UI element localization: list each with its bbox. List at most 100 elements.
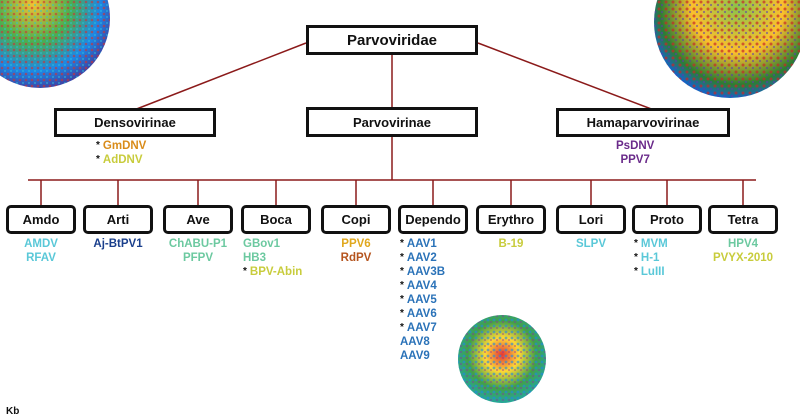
genus-member: AMDV bbox=[6, 237, 76, 251]
genus-member: *H-1 bbox=[634, 251, 668, 265]
genus-member: *LuIII bbox=[634, 265, 668, 279]
marker-asterisk: * bbox=[400, 294, 404, 305]
genus-member: *AAV5 bbox=[400, 293, 445, 307]
subfamily-box-hamaparvovirinae: Hamaparvovirinae bbox=[556, 108, 730, 137]
aav-capsid-image bbox=[458, 315, 546, 403]
virus-name: AAV8 bbox=[400, 336, 430, 348]
genus-member: AAV9 bbox=[400, 349, 445, 363]
densovirinae-member: *AdDNV bbox=[96, 153, 146, 167]
marker-asterisk: * bbox=[634, 266, 638, 277]
virus-name: B-19 bbox=[498, 238, 524, 250]
genus-member: *AAV1 bbox=[400, 237, 445, 251]
genus-box-amdo: Amdo bbox=[6, 205, 76, 234]
virus-name: PPV7 bbox=[620, 154, 650, 166]
virus-name: HPV4 bbox=[727, 238, 759, 250]
virus-name: AAV4 bbox=[406, 280, 437, 292]
genus-member: *MVM bbox=[634, 237, 668, 251]
genus-member: RFAV bbox=[6, 251, 76, 265]
virus-name: SLPV bbox=[575, 238, 607, 250]
genus-member: RdPV bbox=[321, 251, 391, 265]
marker-asterisk: * bbox=[400, 238, 404, 249]
marker-asterisk: * bbox=[400, 266, 404, 277]
genus-member: SLPV bbox=[556, 237, 626, 251]
virus-name: Aj-BtPV1 bbox=[93, 238, 143, 250]
marker-asterisk: * bbox=[96, 154, 100, 165]
virus-name: PPV6 bbox=[341, 238, 371, 250]
densovirinae-member-list: *GmDNV*AdDNV bbox=[96, 139, 146, 167]
genus-box-erythro: Erythro bbox=[476, 205, 546, 234]
virus-name: PFPV bbox=[182, 252, 214, 264]
virus-name: LuIII bbox=[640, 266, 665, 278]
marker-asterisk: * bbox=[634, 238, 638, 249]
virus-name: AAV2 bbox=[406, 252, 437, 264]
marker-asterisk: * bbox=[400, 252, 404, 263]
genus-member: PPV6 bbox=[321, 237, 391, 251]
genus-member: PVYX-2010 bbox=[708, 251, 778, 265]
genus-member: *AAV7 bbox=[400, 321, 445, 335]
genus-member: *BPV-Abin bbox=[243, 265, 302, 279]
marker-asterisk: * bbox=[96, 140, 100, 151]
genus-member: *AAV4 bbox=[400, 279, 445, 293]
genus-member: GBov1 bbox=[243, 237, 302, 251]
genus-box-dependo: Dependo bbox=[398, 205, 468, 234]
subfamily-box-parvovirinae: Parvovirinae bbox=[306, 107, 478, 137]
genus-member: HPV4 bbox=[708, 237, 778, 251]
marker-asterisk: * bbox=[400, 308, 404, 319]
virus-name: AMDV bbox=[24, 238, 58, 250]
genus-member-list-arti: Aj-BtPV1 bbox=[83, 237, 153, 251]
marker-asterisk: * bbox=[400, 322, 404, 333]
marker-asterisk: * bbox=[634, 252, 638, 263]
genus-member-list-amdo: AMDV RFAV bbox=[6, 237, 76, 265]
genus-box-arti: Arti bbox=[83, 205, 153, 234]
genus-member: B-19 bbox=[476, 237, 546, 251]
marker-asterisk: * bbox=[243, 266, 247, 277]
genus-member: *AAV2 bbox=[400, 251, 445, 265]
densovirinae-member: *GmDNV bbox=[96, 139, 146, 153]
genus-box-ave: Ave bbox=[163, 205, 233, 234]
genus-member: AAV8 bbox=[400, 335, 445, 349]
virus-name: ChABU-P1 bbox=[168, 238, 228, 250]
genus-member: ChABU-P1 bbox=[163, 237, 233, 251]
hamaparvovirinae-member: PPV7 bbox=[616, 153, 654, 167]
genus-member: PFPV bbox=[163, 251, 233, 265]
hamaparvovirinae-member: PsDNV bbox=[616, 139, 654, 153]
virus-name: RdPV bbox=[340, 252, 372, 264]
virus-name: H-1 bbox=[640, 252, 660, 264]
footer-label: Kb bbox=[6, 406, 20, 417]
root-family-box: Parvoviridae bbox=[306, 25, 478, 55]
virus-name: GBov1 bbox=[243, 238, 281, 250]
virus-name: AAV7 bbox=[406, 322, 437, 334]
genus-box-boca: Boca bbox=[241, 205, 311, 234]
virus-name: RFAV bbox=[26, 252, 56, 264]
genus-box-tetra: Tetra bbox=[708, 205, 778, 234]
genus-member: *AAV3B bbox=[400, 265, 445, 279]
virus-capsid-image-left bbox=[0, 0, 110, 88]
virus-name: AAV3B bbox=[406, 266, 446, 278]
genus-member-list-lori: SLPV bbox=[556, 237, 626, 251]
genus-box-copi: Copi bbox=[321, 205, 391, 234]
virus-name: AAV6 bbox=[406, 308, 437, 320]
virus-capsid-image-right bbox=[654, 0, 800, 98]
genus-member: HB3 bbox=[243, 251, 302, 265]
virus-name: BPV-Abin bbox=[249, 266, 303, 278]
genus-box-proto: Proto bbox=[632, 205, 702, 234]
virus-name: GmDNV bbox=[102, 140, 147, 152]
virus-name: MVM bbox=[640, 238, 668, 250]
virus-name: AAV9 bbox=[400, 350, 430, 362]
virus-name: AAV1 bbox=[406, 238, 437, 250]
marker-asterisk: * bbox=[400, 280, 404, 291]
genus-member-list-erythro: B-19 bbox=[476, 237, 546, 251]
virus-name: AdDNV bbox=[102, 154, 143, 166]
virus-name: AAV5 bbox=[406, 294, 437, 306]
virus-name: PVYX-2010 bbox=[712, 252, 774, 264]
genus-member-list-proto: *MVM*H-1*LuIII bbox=[634, 237, 668, 279]
connector-root-hamaparvovirinae bbox=[477, 42, 655, 111]
genus-member: *AAV6 bbox=[400, 307, 445, 321]
